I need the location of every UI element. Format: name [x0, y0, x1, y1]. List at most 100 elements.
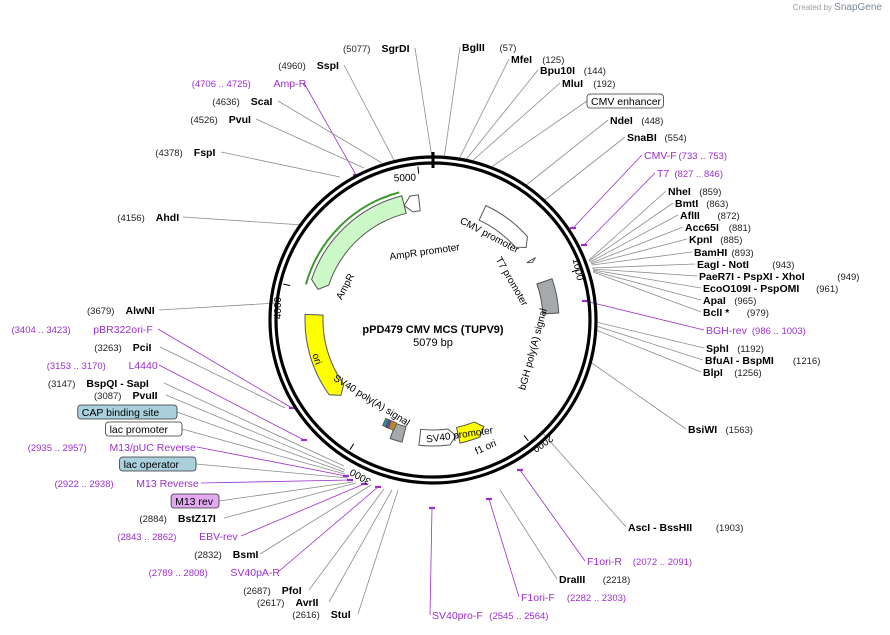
site-label-lac-operator[interactable]: lac operator — [124, 459, 180, 471]
site-label-bgh-rev[interactable]: BGH-rev — [706, 325, 748, 337]
site-label-aflii[interactable]: AflII — [680, 210, 700, 222]
tick-label-5000: 5000 — [394, 173, 417, 185]
site-label-draiii[interactable]: DraIII — [559, 574, 585, 586]
site-label-m13-rev[interactable]: M13 rev — [175, 496, 214, 508]
site-label-pvui[interactable]: PvuI — [229, 114, 251, 126]
site-label-bfuai-bspmi[interactable]: BfuAI - BspMI — [705, 355, 774, 367]
site-label-bstz17i[interactable]: BstZ17I — [178, 513, 216, 525]
site-label-snabi[interactable]: SnaBI — [627, 132, 657, 144]
leader-line — [588, 360, 687, 430]
site-label-mlui[interactable]: MluI — [562, 78, 583, 90]
leader-line — [223, 482, 357, 519]
site-position-ndei: (448) — [641, 116, 663, 127]
feature-ampr-promoter[interactable] — [403, 194, 421, 213]
site-position-fspi: (4378) — [155, 148, 182, 159]
feature-bgh-poly-a-signal[interactable] — [536, 278, 560, 315]
site-position-bpu10i: (144) — [584, 66, 606, 77]
site-label-bglii[interactable]: BglII — [462, 42, 485, 54]
site-position-sspi: (4960) — [278, 61, 305, 72]
leader-line — [540, 430, 627, 528]
tick-label-4000: 4000 — [273, 296, 284, 319]
site-label-bspqi-sapi[interactable]: BspQI - SapI — [86, 378, 149, 390]
site-label-acc65i[interactable]: Acc65I — [685, 222, 719, 234]
site-label-kpni[interactable]: KpnI — [689, 234, 712, 246]
site-label-l4440[interactable]: L4440 — [129, 360, 158, 372]
site-position-paer7i-pspxi-xhoi: (949) — [837, 272, 859, 283]
leader-line — [488, 498, 520, 598]
site-position-pvuii: (3087) — [94, 391, 121, 402]
site-label-bsiwi[interactable]: BsiWI — [688, 424, 717, 436]
site-label-t7[interactable]: T7 — [657, 168, 669, 180]
site-label-ecoo109i-pspomi[interactable]: EcoO109I - PspOMI — [703, 283, 799, 295]
site-label-sgrdi[interactable]: SgrDI — [382, 43, 410, 55]
site-position-ahdi: (4156) — [117, 213, 144, 224]
tick-label-1000: 1000 — [570, 257, 585, 281]
site-label-asci-bsshii[interactable]: AscI - BssHII — [628, 522, 692, 534]
site-label-cmv-f[interactable]: CMV-F — [644, 150, 677, 162]
site-label-pvuii[interactable]: PvuII — [133, 390, 158, 402]
site-label-fspi[interactable]: FspI — [194, 147, 216, 159]
site-label-pfoi[interactable]: PfoI — [282, 585, 302, 597]
site-label-bmti[interactable]: BmtI — [675, 198, 698, 210]
leader-line — [469, 82, 561, 164]
site-position-ebv-rev: (2843 .. 2862) — [117, 532, 176, 543]
site-label-bsmi[interactable]: BsmI — [233, 549, 259, 561]
site-label-cmv-enhancer[interactable]: CMV enhancer — [591, 96, 662, 108]
site-position-stui: (2616) — [292, 610, 319, 621]
snapgene-watermark: Created by SnapGene — [793, 2, 882, 13]
site-label-f1ori-f[interactable]: F1ori-F — [521, 592, 555, 604]
site-label-sv40pro-f[interactable]: SV40pro-F — [432, 610, 483, 622]
site-label-bamhi[interactable]: BamHI — [694, 247, 727, 259]
site-label-stui[interactable]: StuI — [331, 609, 351, 621]
site-position-pfoi: (2687) — [243, 586, 270, 597]
site-label-paer7i-pspxi-xhoi[interactable]: PaeR7I - PspXI - XhoI — [699, 271, 805, 283]
site-label-amp-r[interactable]: Amp-R — [274, 78, 307, 90]
leader-line — [308, 488, 385, 591]
site-label-scai[interactable]: ScaI — [251, 96, 273, 108]
site-label-lac-promoter[interactable]: lac promoter — [110, 424, 169, 436]
feature-sv40-promoter[interactable] — [418, 428, 457, 447]
site-label-sspi[interactable]: SspI — [317, 60, 339, 72]
site-label-avrii[interactable]: AvrII — [296, 597, 319, 609]
ampr-highlight — [304, 191, 400, 285]
site-label-m13-reverse[interactable]: M13 Reverse — [136, 478, 199, 490]
site-label-ebv-rev[interactable]: EBV-rev — [199, 531, 238, 543]
site-position-sgrdi: (5077) — [343, 44, 370, 55]
site-label-sv40pa-r[interactable]: SV40pA-R — [230, 567, 280, 579]
feature-f1-ori[interactable] — [455, 421, 485, 444]
site-label-bpu10i[interactable]: Bpu10I — [540, 65, 575, 77]
site-label-ahdi[interactable]: AhdI — [156, 212, 179, 224]
site-label-alwni[interactable]: AlwNI — [126, 305, 155, 317]
site-label-cap-binding-site[interactable]: CAP binding site — [82, 407, 160, 419]
site-label-apai[interactable]: ApaI — [703, 295, 726, 307]
site-position-m13-puc-reverse: (2935 .. 2957) — [28, 443, 87, 454]
leader-line — [182, 216, 304, 226]
feature-t7-promoter[interactable] — [526, 257, 536, 264]
leader-line — [158, 302, 278, 311]
leader-line — [181, 428, 346, 475]
feature-ori[interactable] — [304, 313, 345, 396]
leader-line — [595, 329, 702, 373]
site-label-nhei[interactable]: NheI — [668, 186, 691, 198]
site-box-lac-operator — [119, 456, 197, 472]
site-label-bcli[interactable]: BclI * — [703, 307, 730, 319]
leader-line — [519, 469, 586, 562]
site-label-pcii[interactable]: PciI — [133, 342, 152, 354]
site-position-snabi: (554) — [665, 133, 687, 144]
site-position-pbr322ori-f: (3404 .. 3423) — [11, 325, 70, 336]
site-label-mfei[interactable]: MfeI — [511, 54, 532, 66]
feature-ampr[interactable] — [311, 195, 407, 290]
site-label-pbr322ori-f[interactable]: pBR322ori-F — [93, 324, 153, 336]
feature-cmv-promoter[interactable] — [478, 204, 528, 249]
site-label-sphi[interactable]: SphI — [706, 343, 729, 355]
site-label-ndei[interactable]: NdeI — [610, 115, 633, 127]
site-label-eagi-noti[interactable]: EagI - NotI — [697, 259, 749, 271]
site-label-m13-puc-reverse[interactable]: M13/pUC Reverse — [110, 442, 197, 454]
site-position-bfuai-bspmi: (1216) — [793, 356, 820, 367]
leader-line — [159, 346, 286, 409]
feature-label-sv40-poly-a-signal: SV40 poly(A) signal — [331, 373, 411, 429]
site-label-blpi[interactable]: BlpI — [703, 367, 723, 379]
leader-line — [457, 58, 510, 162]
site-label-f1ori-r[interactable]: F1ori-R — [587, 556, 622, 568]
leader-line — [463, 69, 539, 163]
